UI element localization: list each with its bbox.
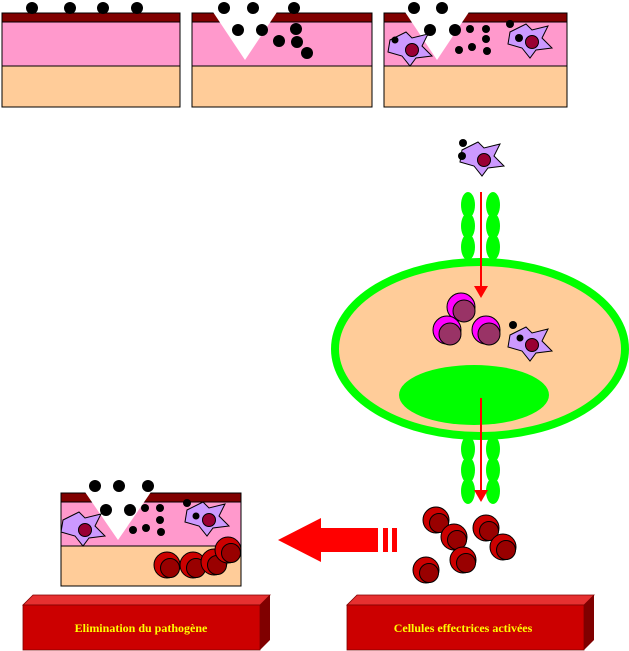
- germinal-center: [399, 365, 549, 425]
- wound: [85, 492, 151, 540]
- effector-cell: [153, 551, 181, 579]
- skin-panel-dendritic-capture: [383, 2, 568, 108]
- elimination-banner: Elimination du pathogène: [22, 594, 271, 651]
- skin-panel-breach: [191, 2, 373, 108]
- effector-banner: Cellules effectrices activées: [346, 594, 595, 651]
- t-cell: [471, 315, 501, 346]
- pathogens: [218, 2, 313, 59]
- afferent-lymph-vessel: [461, 192, 500, 260]
- t-cell: [432, 315, 462, 346]
- pathogens: [89, 480, 165, 536]
- migrating-dendritic-cell: [458, 139, 505, 177]
- pathogens: [26, 2, 143, 14]
- skin-panel-intact: [1, 2, 181, 108]
- effector-cells-label: Cellules effectrices activées: [394, 621, 533, 635]
- effector-cells-cluster: [412, 506, 517, 584]
- return-arrow: [278, 518, 397, 562]
- pathogens: [408, 2, 491, 55]
- migration-arrow-in: [474, 192, 488, 298]
- migration-arrow-out: [474, 398, 488, 502]
- efferent-lymph-vessel: [461, 436, 500, 504]
- wound: [405, 12, 469, 60]
- wound: [213, 12, 277, 60]
- skin-panel-elimination: [60, 480, 242, 587]
- elimination-label: Elimination du pathogène: [75, 621, 208, 635]
- effector-cell: [214, 536, 242, 564]
